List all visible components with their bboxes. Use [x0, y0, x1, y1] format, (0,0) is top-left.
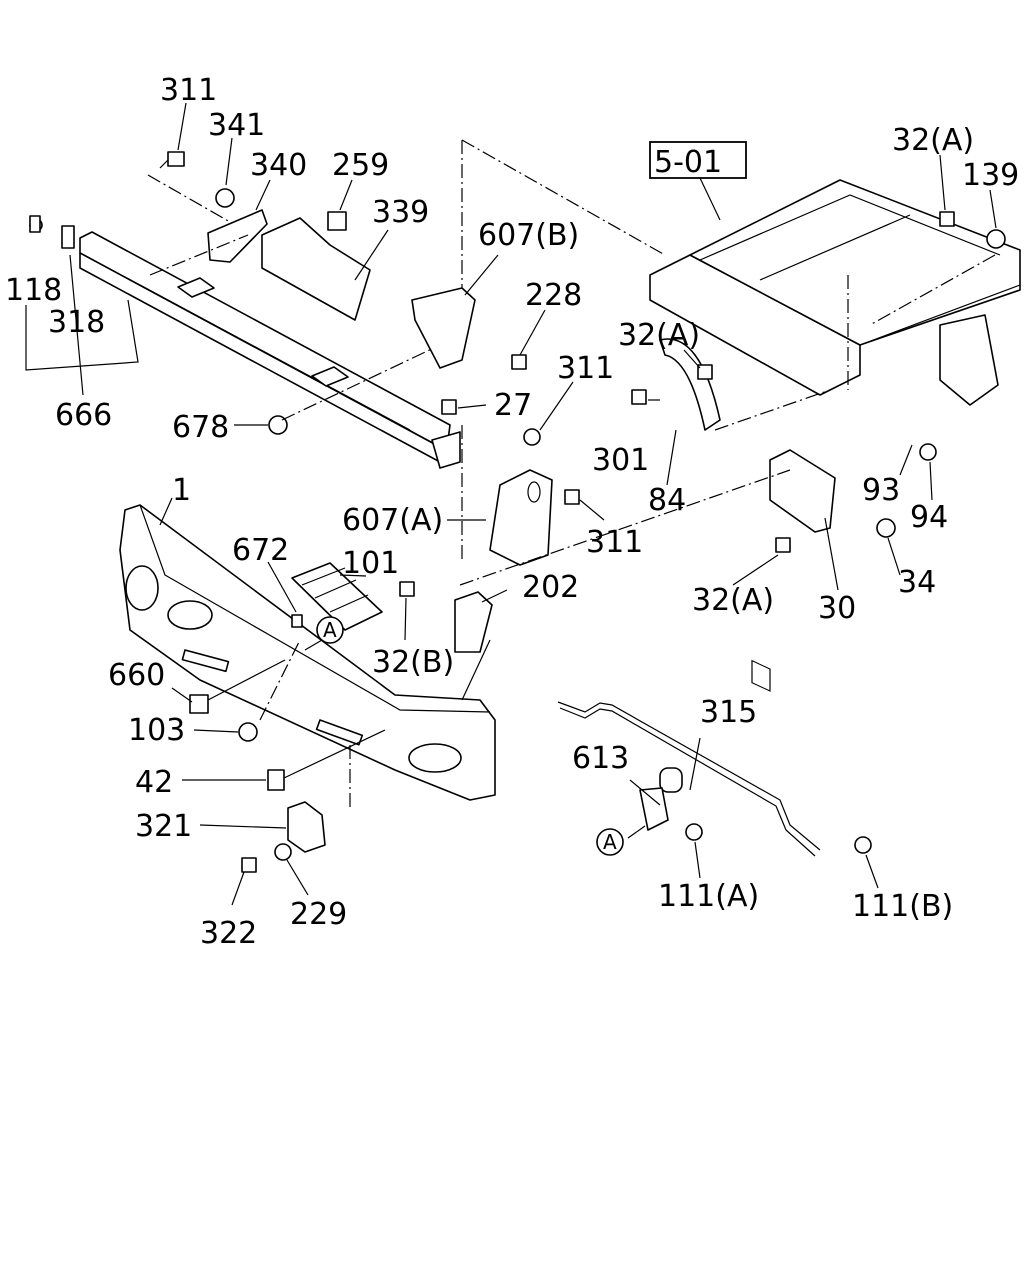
rod-315 [557, 701, 821, 857]
callout-660: 660 [108, 658, 165, 693]
callout-228: 228 [525, 278, 582, 313]
nut-678 [268, 415, 288, 435]
callout-84: 84 [648, 483, 686, 518]
callout-311-low: 311 [586, 525, 643, 560]
clip-118 [29, 215, 43, 233]
callout-672: 672 [232, 533, 289, 568]
bolt-660 [189, 694, 209, 714]
callout-34: 34 [898, 565, 936, 600]
callout-202: 202 [522, 570, 579, 605]
bolt-311-top [159, 151, 185, 169]
marker-a-1-label: A [323, 618, 337, 642]
pad-318 [61, 225, 75, 249]
callout-318: 318 [48, 305, 105, 340]
grille-101 [291, 562, 383, 631]
callout-311-mid: 311 [557, 351, 614, 386]
callout-32a-low: 32(A) [692, 583, 774, 618]
callout-32b: 32(B) [372, 645, 454, 680]
callout-32a-mid: 32(A) [618, 318, 700, 353]
callout-111a: 111(A) [658, 879, 759, 914]
small-fasteners [399, 211, 1006, 597]
clip-672 [291, 614, 303, 628]
marker-a-1 [316, 616, 344, 644]
callout-301: 301 [592, 443, 649, 478]
callout-607a: 607(A) [342, 503, 443, 538]
marker-a-2-label: A [603, 830, 617, 854]
bracket-607a [489, 469, 553, 566]
bracket-340 [207, 209, 268, 263]
plate-321 [287, 801, 326, 853]
bracket-607b [411, 287, 476, 369]
bracket-30 [769, 449, 836, 533]
callout-103: 103 [128, 713, 185, 748]
callout-315: 315 [700, 695, 757, 730]
callout-339: 339 [372, 195, 429, 230]
callout-259: 259 [332, 148, 389, 183]
callout-111b: 111(B) [852, 889, 953, 924]
callout-101: 101 [342, 546, 399, 581]
callout-118: 118 [5, 273, 62, 308]
callout-322: 322 [200, 916, 257, 951]
callout-27: 27 [494, 388, 532, 423]
callout-30: 30 [818, 591, 856, 626]
callout-229: 229 [290, 897, 347, 932]
callout-42: 42 [135, 765, 173, 800]
section-ref-box [649, 141, 747, 179]
bolt-259 [327, 211, 347, 231]
nut-111b [854, 836, 872, 854]
callout-607b: 607(B) [478, 218, 579, 253]
callout-678: 678 [172, 410, 229, 445]
callout-94: 94 [910, 500, 948, 535]
reinforcement-bar [79, 231, 461, 469]
callout-32a-top: 32(A) [892, 123, 974, 158]
washer-229 [274, 843, 292, 861]
bolt-42 [267, 769, 285, 791]
callout-311-top: 311 [160, 73, 217, 108]
chassis-frame [649, 179, 1021, 692]
marker-a-2 [596, 828, 624, 856]
callout-93: 93 [862, 473, 900, 508]
callout-139: 139 [962, 158, 1019, 193]
callout-340: 340 [250, 148, 307, 183]
callout-341: 341 [208, 108, 265, 143]
nut-103 [238, 722, 258, 742]
clamp-613 [639, 767, 683, 831]
front-bumper [119, 504, 496, 801]
nut-341 [215, 188, 235, 208]
callout-613: 613 [572, 741, 629, 776]
nut-111a [685, 823, 703, 841]
screw-322 [241, 857, 257, 873]
bracket-202 [454, 591, 493, 653]
section-ref: 5-01 [654, 145, 722, 180]
callout-666: 666 [55, 398, 112, 433]
plate-339 [261, 217, 371, 321]
callout-321: 321 [135, 809, 192, 844]
hook-84 [659, 338, 721, 431]
leader-lines [159, 102, 997, 906]
callout-1: 1 [172, 473, 191, 508]
